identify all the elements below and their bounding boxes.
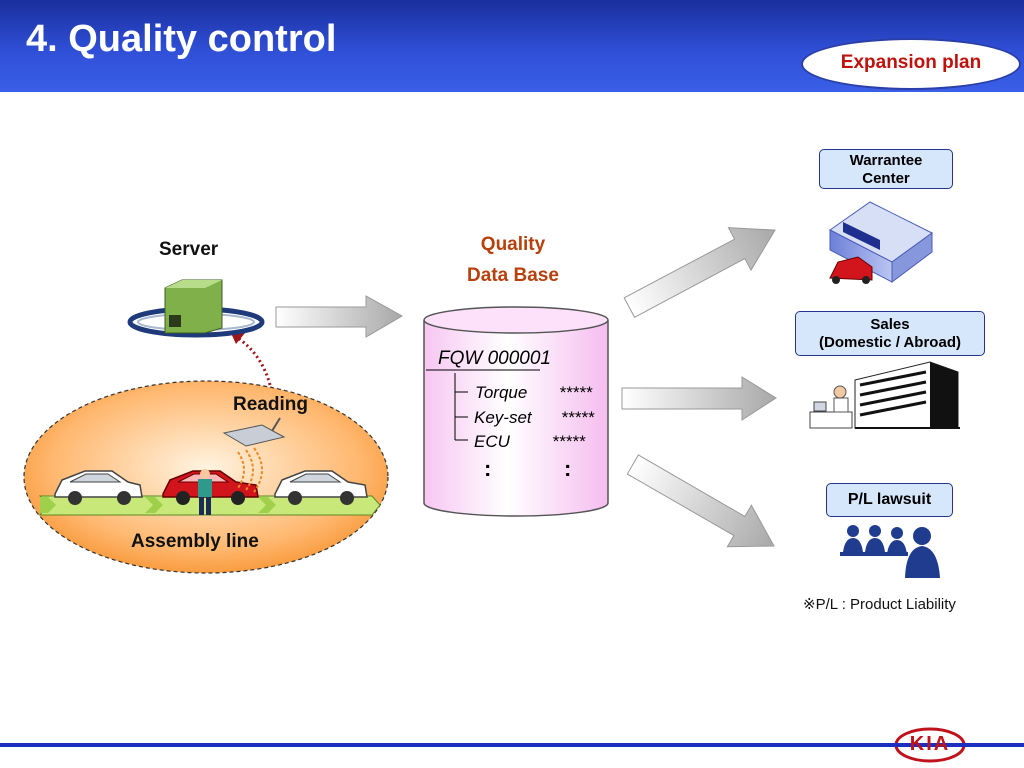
worker-icon <box>198 469 212 515</box>
footnote: ※P/L : Product Liability <box>803 596 956 613</box>
sales-line1: Sales <box>870 316 910 333</box>
service-center-icon <box>829 201 933 284</box>
rfid-reader-icon <box>222 417 286 493</box>
pl-lawsuit-box: P/L lawsuit <box>826 483 953 517</box>
car-icon <box>274 470 368 505</box>
field-value: ***** <box>559 383 593 402</box>
database-title-line2: Data Base <box>467 265 559 286</box>
assembly-line-label: Assembly line <box>131 531 259 552</box>
database-title-line1: Quality <box>480 234 546 255</box>
ellipsis-dots: : <box>564 456 572 481</box>
car-icon <box>54 470 143 505</box>
server-icon <box>127 279 265 338</box>
flow-arrow <box>275 295 404 338</box>
sales-line2: (Domestic / Abroad) <box>819 334 961 351</box>
expansion-plan-label: Expansion plan <box>840 52 982 73</box>
pl-lawsuit-label: P/L lawsuit <box>847 491 932 508</box>
field-name: Torque <box>475 383 528 402</box>
ellipsis-dots: : <box>484 456 492 481</box>
sales-office-icon <box>809 361 960 429</box>
expansion-plan-badge <box>801 38 1021 90</box>
field-name: ECU <box>474 432 510 451</box>
lawsuit-people-icon <box>840 525 940 578</box>
reading-label: Reading <box>233 394 308 415</box>
footer-line <box>0 743 1024 747</box>
record-id: FQW 000001 <box>438 348 551 369</box>
flow-arrow <box>621 376 777 421</box>
flow-arrow <box>626 454 775 548</box>
warrantee-line2: Center <box>862 170 910 187</box>
sales-box: Sales (Domestic / Abroad) <box>795 311 985 356</box>
quality-database-icon <box>423 306 609 517</box>
page-title: 4. Quality control <box>26 18 337 60</box>
warrantee-center-box: Warrantee Center <box>819 149 953 189</box>
reading-arrow <box>231 333 272 386</box>
warrantee-line1: Warrantee <box>849 152 923 169</box>
field-value: ***** <box>561 408 595 427</box>
flow-arrow <box>623 227 776 318</box>
field-name: Key-set <box>474 408 532 427</box>
kia-logo-text: KIA <box>909 733 951 755</box>
server-label: Server <box>159 239 219 260</box>
field-value: ***** <box>552 432 586 451</box>
